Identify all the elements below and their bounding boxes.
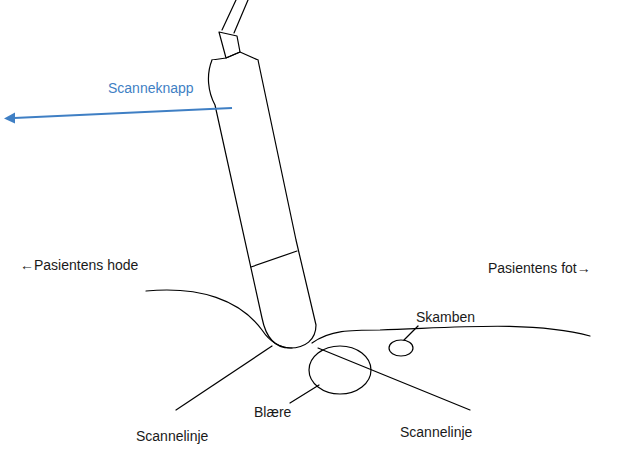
probe-neck xyxy=(219,32,240,58)
part-label: Blære xyxy=(252,404,293,421)
probe-cable xyxy=(222,0,248,33)
direction-label: Pasientens fot→ xyxy=(486,260,593,277)
bladder xyxy=(309,346,371,394)
pointer-arrow xyxy=(14,108,232,118)
probe-tip-line xyxy=(251,251,297,267)
leader-line xyxy=(404,326,418,340)
direction-label: ←Pasientens hode xyxy=(18,257,140,274)
arrow-head xyxy=(4,113,15,124)
scan-line-label: Scannelinje xyxy=(134,428,210,445)
leader-line xyxy=(290,385,319,403)
scan-line-label: Scannelinje xyxy=(398,424,474,441)
probe-shoulder xyxy=(212,52,258,60)
button-label: Scanneknapp xyxy=(106,80,196,97)
probe-body xyxy=(208,60,316,348)
pubic-bone xyxy=(389,340,413,356)
part-label: Skamben xyxy=(414,309,477,326)
scan-line xyxy=(318,348,470,410)
skin-right xyxy=(312,326,590,343)
scan-line xyxy=(176,346,272,410)
skin-left xyxy=(146,290,292,348)
